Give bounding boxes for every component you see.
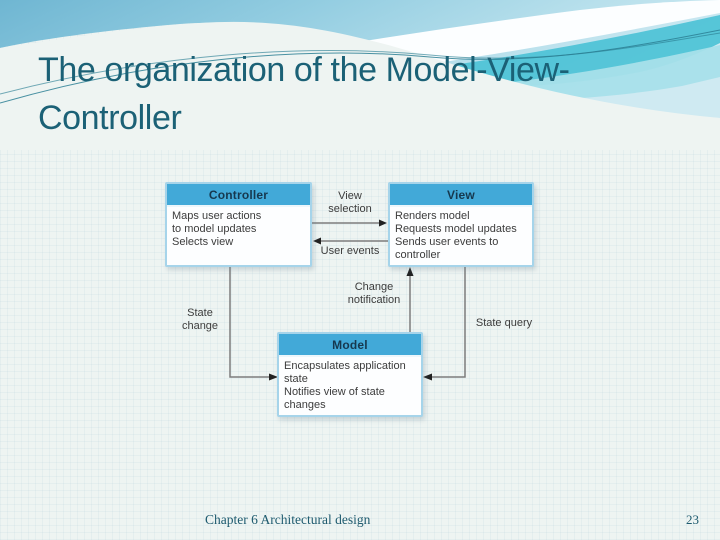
page-number: 23 [686,512,699,527]
footer-text: Chapter 6 Architectural design [205,512,371,527]
model-box-body: Encapsulates application state Notifies … [284,360,406,411]
edge-label-change-notification: Change notification [347,281,401,306]
controller-box: Controller Maps user actions to model up… [165,182,312,267]
controller-box-body: Maps user actions to model updates Selec… [172,210,262,248]
model-box-title: Model [279,334,421,357]
edge-label-state-query: State query [475,317,533,329]
slide-title: The organization of the Model-View-Contr… [38,51,570,137]
view-box: View Renders model Requests model update… [388,182,534,267]
view-box-body: Renders model Requests model updates Sen… [395,210,517,261]
edge-label-state-change: State change [181,307,219,332]
model-box: Model Encapsulates application state Not… [277,332,423,417]
controller-box-title: Controller [167,184,310,207]
edge-label-view-selection: View selection [328,190,372,215]
view-box-title: View [390,184,532,207]
edge-label-user-events: User events [320,245,380,257]
